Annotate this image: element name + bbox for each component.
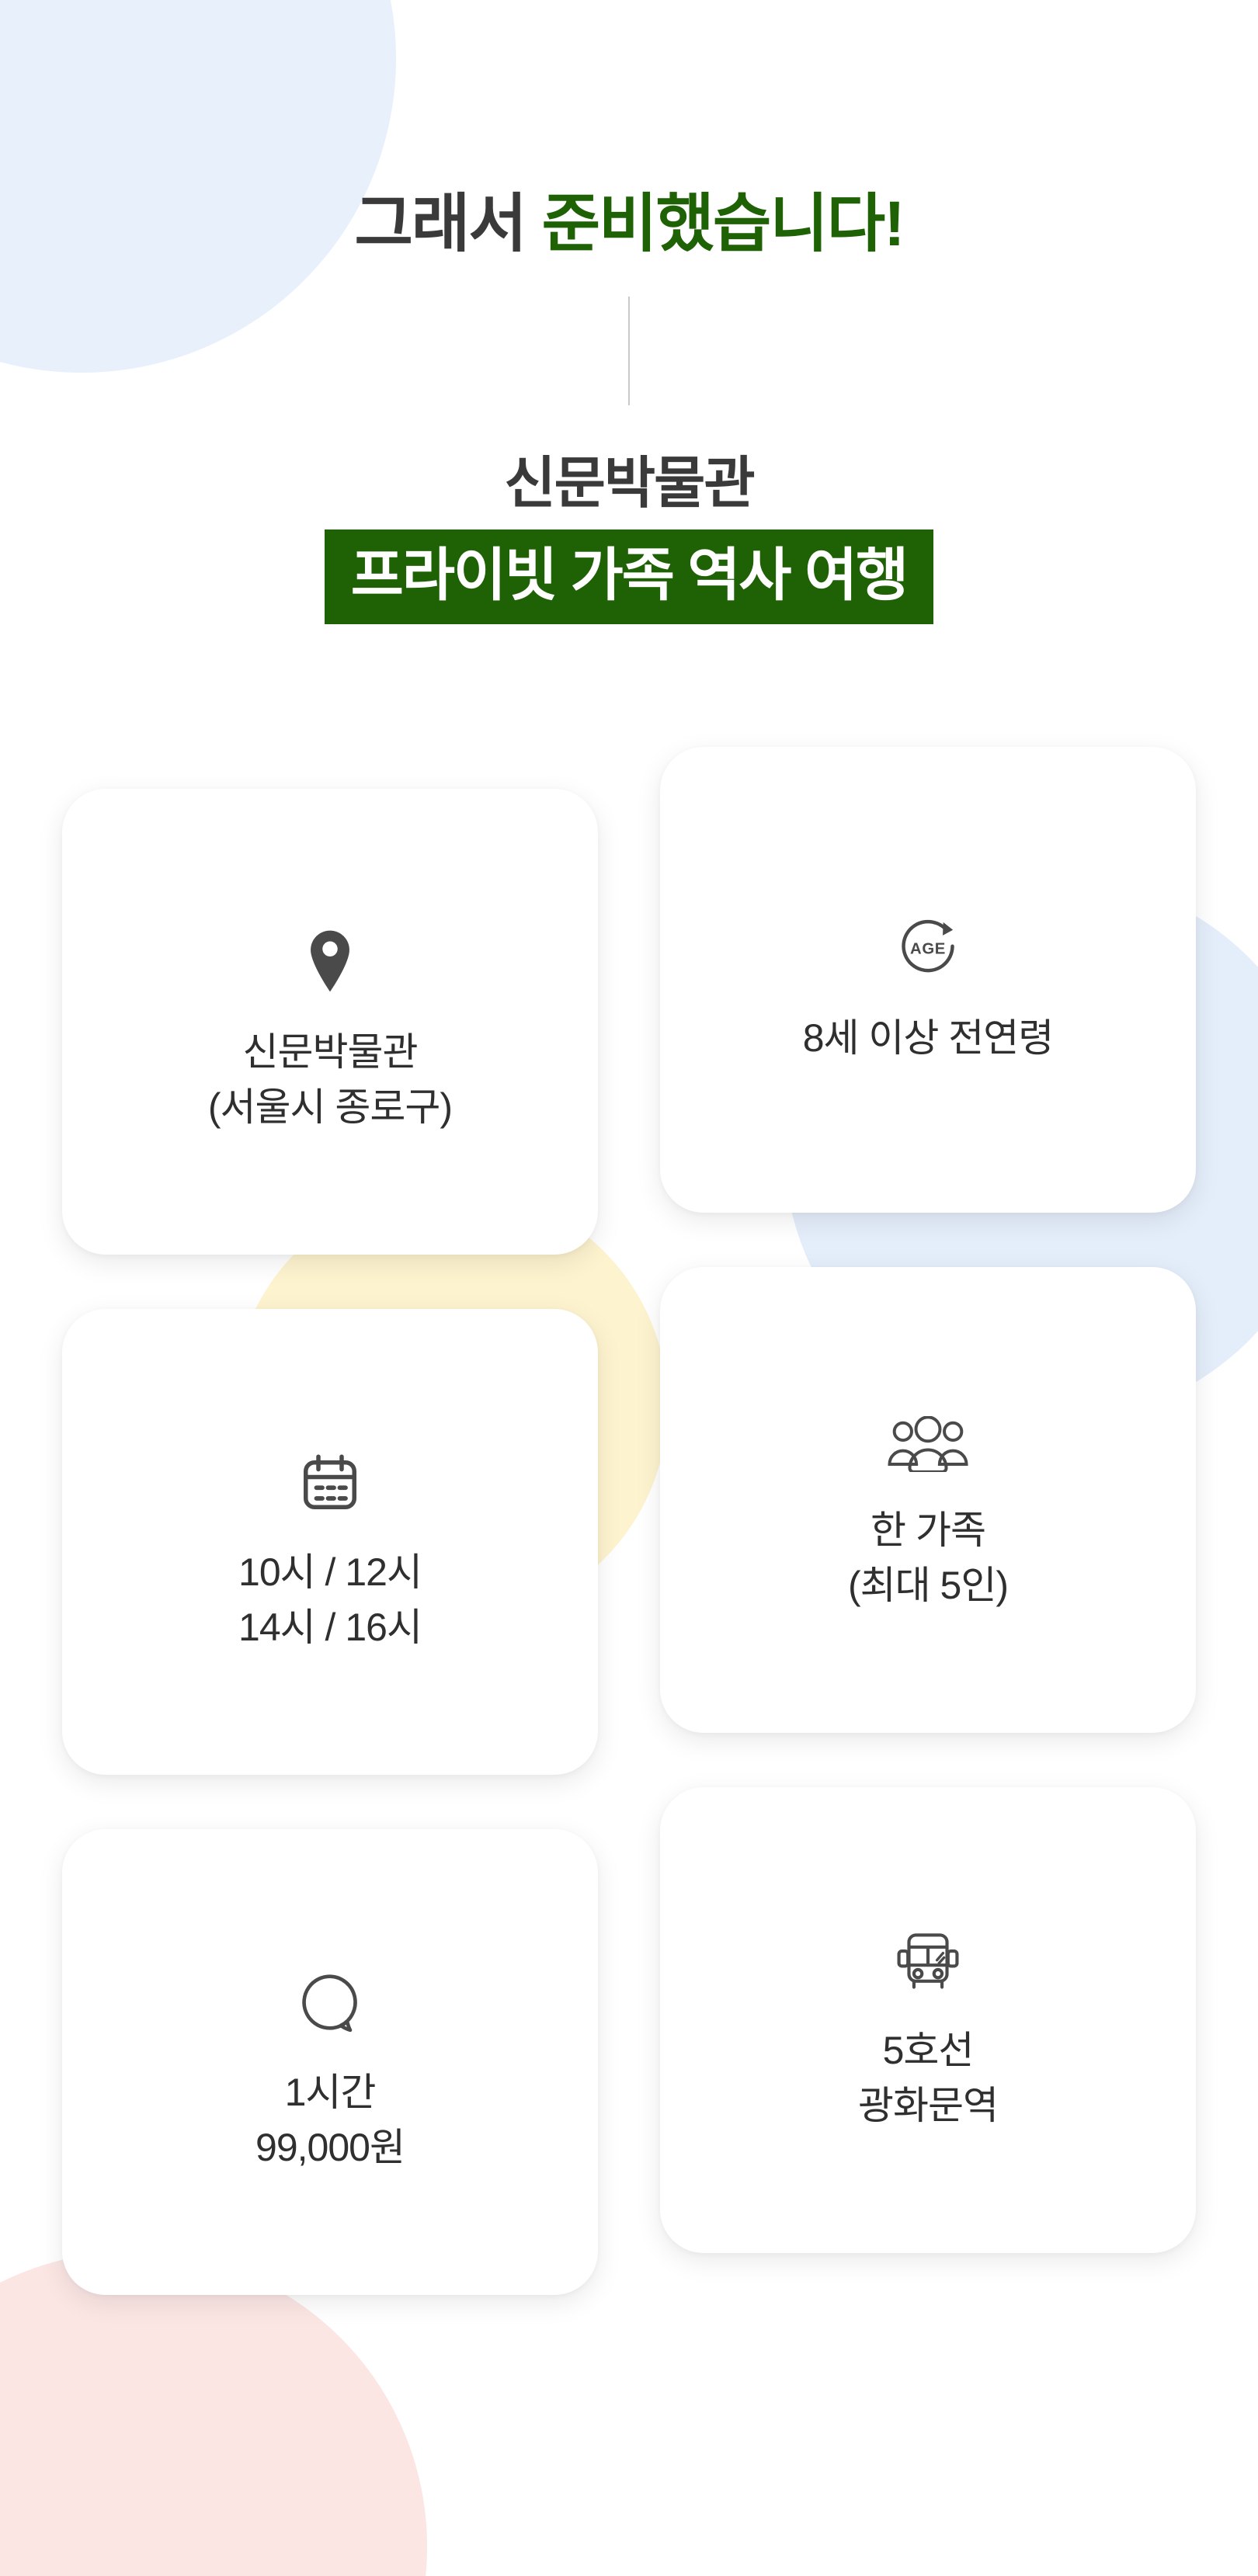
info-card-grid: 신문박물관 (서울시 종로구) AGE 8세 이상 전연령 bbox=[0, 747, 1258, 2472]
headline-plain-text: 그래서 bbox=[354, 189, 542, 259]
info-card-price-line2: 99,000원 bbox=[255, 2126, 405, 2170]
info-card-age[interactable]: AGE 8세 이상 전연령 bbox=[660, 747, 1196, 1213]
info-card-transit-line1: 5호선 bbox=[882, 2029, 975, 2073]
page-headline: 그래서 준비했습니다! bbox=[0, 0, 1258, 261]
subtitle-block: 신문박물관 프라이빗 가족 역사 여행 bbox=[0, 449, 1258, 625]
age-rating-icon: AGE bbox=[895, 894, 961, 980]
info-card-times[interactable]: 10시 / 12시 14시 / 16시 bbox=[62, 1309, 598, 1776]
bus-icon bbox=[894, 1907, 962, 1992]
page-content: 그래서 준비했습니다! 신문박물관 프라이빗 가족 역사 여행 신문박물관 bbox=[0, 0, 1258, 2472]
divider-wrapper bbox=[0, 297, 1258, 406]
info-card-transit-line2: 광화문역 bbox=[858, 2084, 999, 2128]
info-card-times-line2: 14시 / 16시 bbox=[238, 1606, 422, 1650]
info-card-group-line1: 한 가족 bbox=[871, 1508, 986, 1553]
subtitle-banner-wrapper: 프라이빗 가족 역사 여행 bbox=[0, 529, 1258, 625]
group-people-icon bbox=[888, 1387, 968, 1473]
location-pin-icon bbox=[305, 908, 355, 994]
vertical-divider bbox=[628, 297, 630, 406]
info-card-location-line1: 신문박물관 bbox=[242, 1030, 419, 1074]
info-card-age-line1: 8세 이상 전연령 bbox=[802, 1015, 1055, 1060]
calendar-icon bbox=[299, 1429, 361, 1514]
info-card-location-line2: (서울시 종로구) bbox=[207, 1085, 453, 1130]
info-card-group-line2: (최대 5인) bbox=[848, 1564, 1009, 1608]
subtitle-museum-name: 신문박물관 bbox=[504, 453, 755, 516]
info-card-price-line1: 1시간 bbox=[284, 2071, 377, 2115]
headline-accent-text: 준비했습니다! bbox=[541, 189, 905, 259]
info-card-location[interactable]: 신문박물관 (서울시 종로구) bbox=[62, 789, 598, 1255]
subtitle-green-banner: 프라이빗 가족 역사 여행 bbox=[324, 529, 934, 625]
svg-text:AGE: AGE bbox=[910, 940, 946, 957]
info-card-group[interactable]: 한 가족 (최대 5인) bbox=[660, 1267, 1196, 1734]
info-card-times-line1: 10시 / 12시 bbox=[238, 1550, 422, 1595]
speech-bubble-icon bbox=[298, 1949, 362, 2034]
info-card-price[interactable]: 1시간 99,000원 bbox=[62, 1829, 598, 2296]
info-card-transit[interactable]: 5호선 광화문역 bbox=[660, 1787, 1196, 2254]
